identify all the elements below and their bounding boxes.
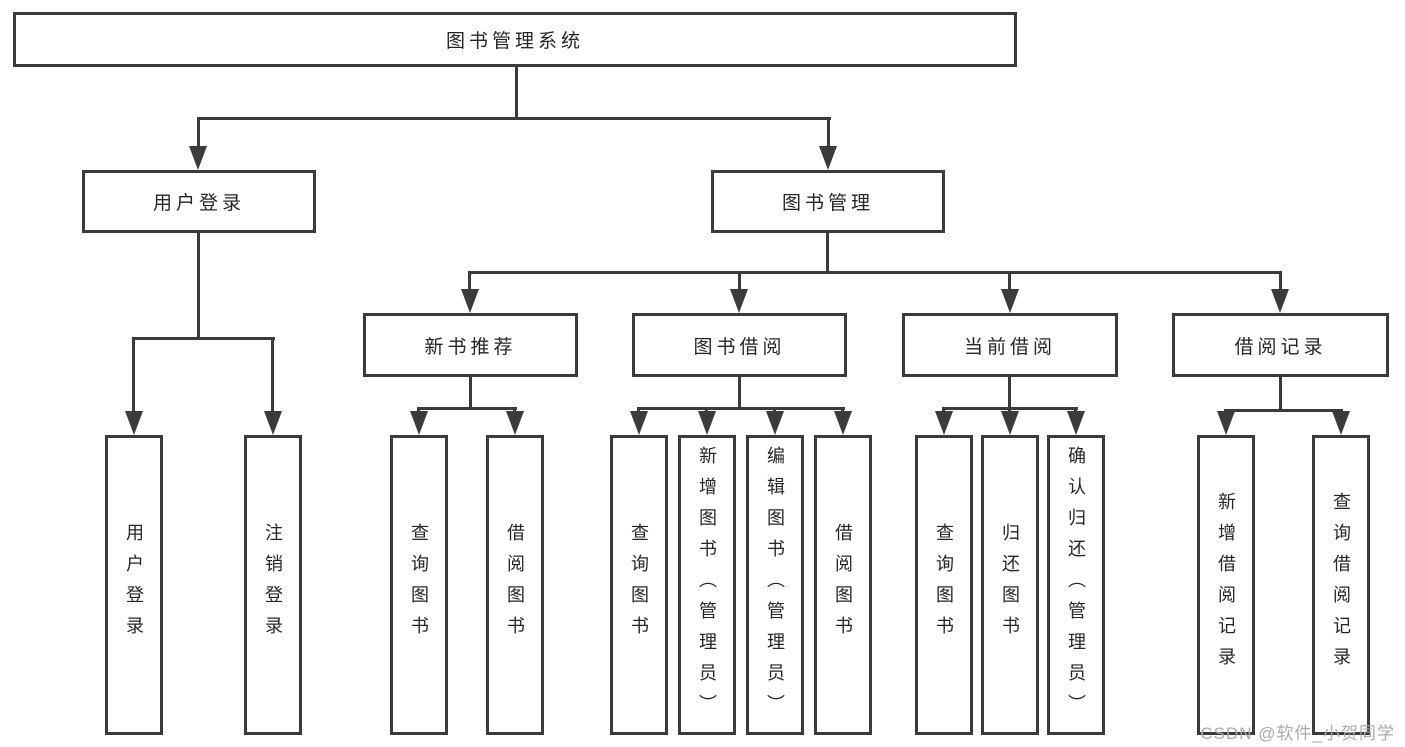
node-user-login: 用户登录 — [82, 170, 316, 233]
connector — [469, 377, 472, 407]
connector — [1074, 407, 1077, 413]
connector — [826, 233, 829, 271]
connector — [197, 117, 200, 148]
connector — [1224, 409, 1343, 412]
arrow-down-icon — [1271, 289, 1289, 313]
connector — [637, 407, 845, 410]
node-label: 图书管理系统 — [445, 31, 584, 52]
leaf-logout: 注销登录 — [244, 435, 302, 735]
arrow-down-icon — [935, 411, 953, 435]
arrow-down-icon — [1067, 411, 1085, 435]
connector — [132, 337, 135, 413]
arrow-down-icon — [730, 289, 748, 313]
connector — [417, 407, 420, 413]
connector — [738, 271, 741, 291]
connector — [637, 407, 640, 413]
leaf-records-add-record: 新增借阅记录 — [1197, 435, 1255, 735]
leaf-borrowing-edit-books-admin: 编辑图书（管理员） — [746, 435, 804, 735]
leaf-records-query-record: 查询借阅记录 — [1312, 435, 1370, 735]
node-label: 新增图书（管理员） — [697, 445, 717, 725]
connector — [513, 407, 516, 413]
leaf-current-query-books: 查询图书 — [915, 435, 973, 735]
node-book-borrowing: 图书借阅 — [632, 313, 847, 377]
node-label: 查询图书 — [629, 523, 649, 647]
arrow-down-icon — [819, 146, 837, 170]
connector — [1008, 271, 1011, 291]
connector — [468, 271, 471, 291]
node-label: 查询图书 — [409, 523, 429, 647]
connector — [197, 233, 200, 337]
connector — [705, 407, 708, 413]
connector — [827, 117, 830, 148]
arrow-down-icon — [1332, 411, 1350, 435]
connector — [417, 407, 517, 410]
connector — [942, 407, 945, 413]
node-current-borrowing: 当前借阅 — [902, 313, 1118, 377]
connector — [468, 271, 1282, 274]
node-label: 图书借阅 — [693, 336, 786, 358]
arrow-down-icon — [1001, 411, 1019, 435]
arrow-down-icon — [189, 146, 207, 170]
leaf-current-return-books: 归还图书 — [981, 435, 1039, 735]
arrow-down-icon — [125, 411, 143, 435]
leaf-borrowing-add-books-admin: 新增图书（管理员） — [678, 435, 736, 735]
connector — [197, 117, 831, 120]
connector — [773, 407, 776, 413]
connector — [738, 377, 741, 407]
leaf-recommend-borrow-books: 借阅图书 — [486, 435, 544, 735]
connector — [1279, 271, 1282, 291]
connector — [515, 67, 518, 117]
connector — [132, 337, 275, 340]
leaf-borrowing-borrow-books: 借阅图书 — [814, 435, 872, 735]
arrow-down-icon — [264, 411, 282, 435]
node-label: 新增借阅记录 — [1216, 492, 1236, 678]
arrow-down-icon — [698, 411, 716, 435]
node-label: 借阅记录 — [1234, 336, 1327, 358]
connector — [271, 337, 274, 413]
arrow-down-icon — [1001, 289, 1019, 313]
node-label: 图书管理 — [781, 193, 874, 214]
connector — [841, 407, 844, 413]
node-label: 查询图书 — [934, 523, 954, 647]
node-label: 当前借阅 — [963, 336, 1056, 358]
node-label: 用户登录 — [124, 523, 144, 647]
watermark: CSDN @软件_小贺同学 — [1200, 724, 1395, 743]
arrow-down-icon — [630, 411, 648, 435]
leaf-recommend-query-books: 查询图书 — [390, 435, 448, 735]
arrow-down-icon — [506, 411, 524, 435]
arrow-down-icon — [410, 411, 428, 435]
node-label: 查询借阅记录 — [1331, 492, 1351, 678]
leaf-current-confirm-return-admin: 确认归还（管理员） — [1047, 435, 1105, 735]
node-book-management: 图书管理 — [711, 170, 945, 233]
connector — [1008, 407, 1011, 413]
node-label: 用户登录 — [152, 193, 245, 214]
node-label: 借阅图书 — [833, 523, 853, 647]
leaf-user-login: 用户登录 — [105, 435, 163, 735]
leaf-borrowing-query-books: 查询图书 — [610, 435, 668, 735]
node-label: 借阅图书 — [505, 523, 525, 647]
node-label: 归还图书 — [1000, 523, 1020, 647]
node-borrowing-records: 借阅记录 — [1172, 313, 1389, 377]
arrow-down-icon — [766, 411, 784, 435]
node-label: 注销登录 — [263, 523, 283, 647]
arrow-down-icon — [461, 289, 479, 313]
arrow-down-icon — [834, 411, 852, 435]
node-label: 新书推荐 — [424, 336, 517, 358]
node-label: 编辑图书（管理员） — [765, 445, 785, 725]
node-library-system: 图书管理系统 — [13, 12, 1017, 67]
connector — [1008, 377, 1011, 407]
node-new-book-recommend: 新书推荐 — [363, 313, 578, 377]
connector — [1279, 377, 1282, 409]
arrow-down-icon — [1217, 411, 1235, 435]
node-label: 确认归还（管理员） — [1066, 445, 1086, 725]
